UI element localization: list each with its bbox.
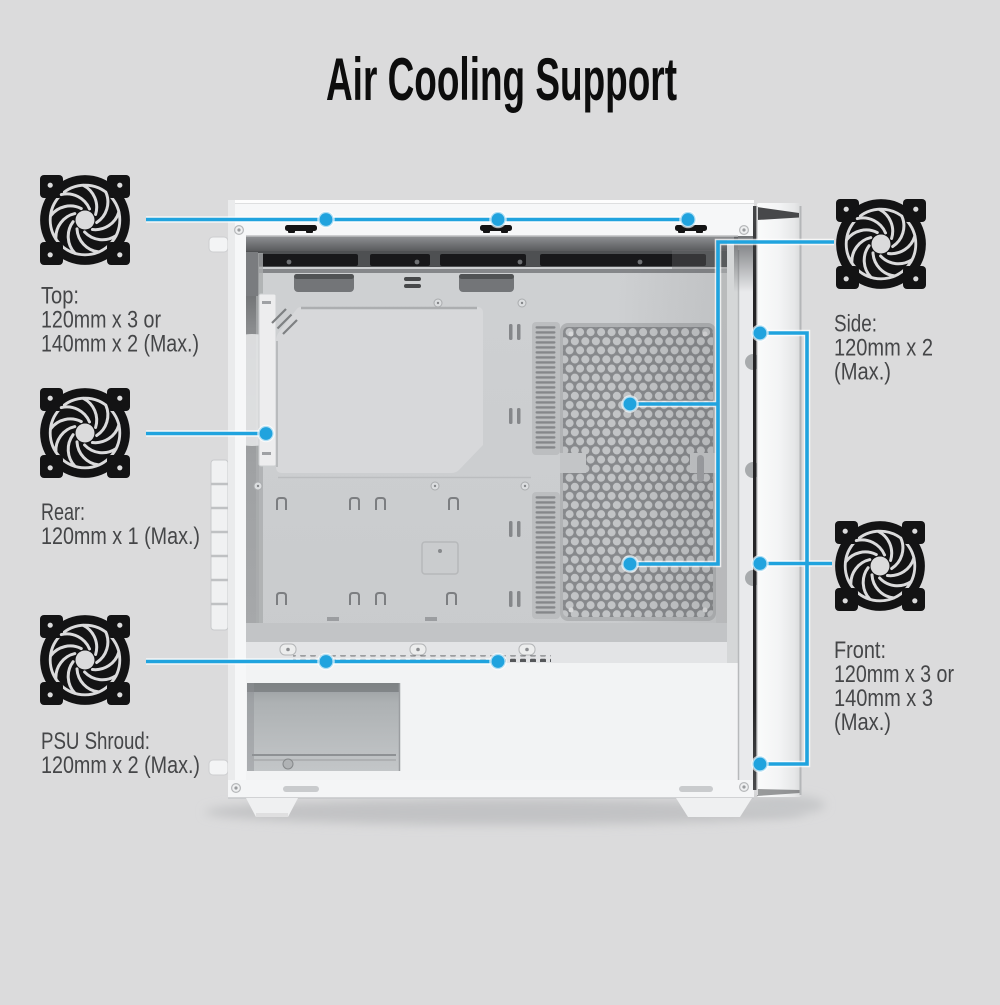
svg-text:120mm x 3 or: 120mm x 3 or bbox=[41, 307, 161, 334]
svg-text:(Max.): (Max.) bbox=[834, 359, 891, 386]
svg-text:140mm x 3: 140mm x 3 bbox=[834, 685, 933, 712]
svg-text:Rear:: Rear: bbox=[41, 499, 85, 526]
svg-text:(Max.): (Max.) bbox=[834, 709, 891, 736]
svg-text:Front:: Front: bbox=[834, 637, 886, 664]
svg-text:120mm x 1 (Max.): 120mm x 1 (Max.) bbox=[41, 523, 200, 550]
svg-text:Side:: Side: bbox=[834, 311, 877, 338]
svg-text:120mm x 2: 120mm x 2 bbox=[834, 335, 933, 362]
svg-text:PSU Shroud:: PSU Shroud: bbox=[41, 728, 150, 755]
svg-text:120mm x 2 (Max.): 120mm x 2 (Max.) bbox=[41, 752, 200, 779]
svg-text:Top:: Top: bbox=[41, 283, 79, 310]
svg-text:Air Cooling Support: Air Cooling Support bbox=[326, 46, 677, 113]
svg-text:140mm x 2 (Max.): 140mm x 2 (Max.) bbox=[41, 331, 199, 358]
svg-text:120mm x 3 or: 120mm x 3 or bbox=[834, 661, 954, 688]
